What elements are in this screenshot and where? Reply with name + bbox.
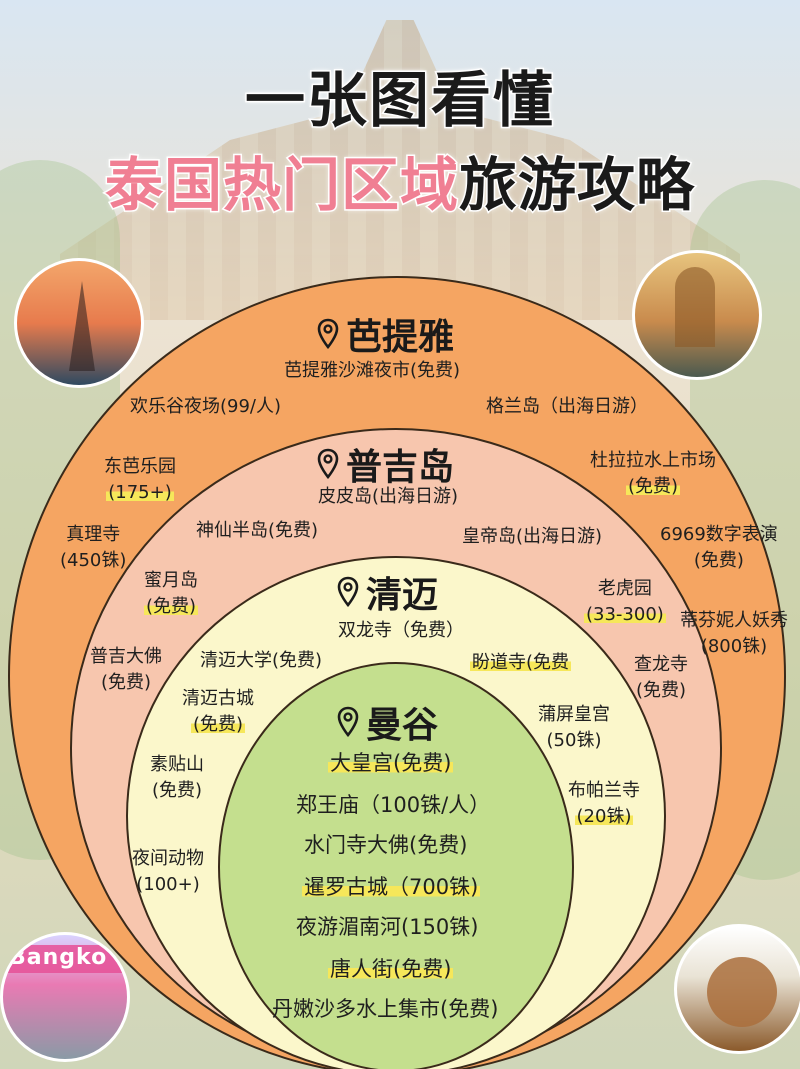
phuket-item-price: (33-300) — [584, 604, 666, 626]
pattaya-item: 真理寺 (450铢) — [60, 522, 126, 574]
phuket-item: 查龙寺 (免费) — [634, 652, 688, 704]
photo-bangkok-text: Bangko — [9, 945, 108, 970]
phuket-item: 皇帝岛(出海日游) — [462, 526, 603, 547]
bangkok-item-text: 暹罗古城（700铢) — [302, 875, 481, 899]
bangkok-item: 水门寺大佛(免费) — [304, 833, 468, 857]
location-pin-icon — [317, 448, 339, 480]
phuket-item-price: (免费) — [100, 672, 152, 694]
chiangmai-item-price: (免费) — [190, 714, 246, 736]
pattaya-item-price: (175+) — [106, 482, 174, 504]
chiangmai-item: 布帕兰寺 (20铢) — [568, 778, 640, 830]
bangkok-item-text: 大皇宫(免费) — [328, 751, 454, 775]
chiangmai-item-name: 素贴山 — [150, 754, 204, 775]
bangkok-item-text: 唐人街(免费) — [328, 957, 454, 981]
heading-chiangmai-text: 清迈 — [366, 575, 439, 616]
title-line2-black: 旅游攻略 — [457, 150, 696, 221]
chiangmai-item: 夜间动物 (100+) — [132, 846, 204, 898]
photo-bangkok-sign: Bangko — [0, 932, 130, 1062]
bangkok-item: 暹罗古城（700铢) — [302, 872, 481, 902]
bangkok-item: 丹嫩沙多水上集市(免费) — [272, 997, 499, 1021]
chiangmai-item-name: 夜间动物 — [132, 848, 204, 869]
heading-phuket-text: 普吉岛 — [346, 447, 455, 488]
chiangmai-item-name: 布帕兰寺 — [568, 780, 640, 801]
phuket-item-name: 蜜月岛 — [144, 570, 199, 591]
pattaya-item-name: 真理寺 — [66, 524, 121, 545]
heading-chiangmai: 清迈 — [336, 566, 438, 618]
bangkok-item: 唐人街(免费) — [328, 954, 454, 984]
phuket-item: 老虎园 (33-300) — [584, 576, 666, 628]
chiangmai-item: 盼道寺(免费 — [470, 650, 572, 676]
phuket-item: 普吉大佛 (免费) — [90, 644, 162, 696]
pattaya-item-price: (800铢) — [700, 636, 768, 658]
phuket-item: 皮皮岛(出海日游) — [318, 486, 459, 507]
chiangmai-item-text: 盼道寺(免费 — [470, 652, 572, 673]
chiangmai-item-price: (免费) — [151, 780, 203, 802]
chiangmai-item-name: 清迈古城 — [182, 688, 254, 709]
bangkok-item: 郑王庙（100铢/人） — [296, 793, 491, 817]
chiangmai-item-price: (50铢) — [546, 730, 602, 752]
heading-pattaya: 芭提雅 — [316, 308, 454, 360]
title-line1: 一张图看懂 — [244, 65, 555, 138]
chiangmai-item: 双龙寺（免费） — [338, 620, 464, 641]
pattaya-item: 芭提雅沙滩夜市(免费) — [284, 360, 461, 381]
pattaya-item: 蒂芬妮人妖秀 (800铢) — [680, 608, 788, 660]
pattaya-item-name: 杜拉拉水上市场 — [590, 450, 716, 471]
chiangmai-item-name: 蒲屏皇宫 — [538, 704, 610, 725]
location-pin-icon — [337, 706, 359, 738]
photo-bear-mascot — [674, 924, 800, 1054]
pattaya-item: 6969数字表演 (免费) — [660, 522, 778, 574]
chiangmai-item-price: (20铢) — [574, 806, 634, 828]
bangkok-item: 大皇宫(免费) — [328, 748, 454, 778]
photo-wat-arun — [14, 258, 144, 388]
pattaya-item: 欢乐谷夜场(99/人) — [130, 396, 282, 417]
heading-pattaya-text: 芭提雅 — [346, 317, 455, 358]
title-line2-pink: 泰国热门区域 — [103, 150, 459, 221]
pattaya-item-name: 蒂芬妮人妖秀 — [680, 610, 788, 631]
pattaya-item: 东芭乐园 (175+) — [104, 454, 176, 506]
pattaya-item-price: (450铢) — [60, 550, 127, 572]
pattaya-item-price: (免费) — [693, 550, 744, 572]
photo-city-temple — [632, 250, 762, 380]
pattaya-item: 杜拉拉水上市场 (免费) — [590, 448, 716, 500]
location-pin-icon — [317, 318, 339, 350]
phuket-item-name: 老虎园 — [597, 578, 652, 599]
pattaya-item-price: (免费) — [625, 476, 681, 498]
heading-phuket: 普吉岛 — [316, 438, 454, 490]
chiangmai-item-price: (100+) — [136, 874, 200, 896]
heading-bangkok: 曼谷 — [336, 696, 438, 748]
chiangmai-item: 清迈大学(免费) — [200, 650, 323, 671]
chiangmai-item: 蒲屏皇宫 (50铢) — [538, 702, 610, 754]
phuket-item-name: 普吉大佛 — [90, 646, 162, 667]
heading-bangkok-text: 曼谷 — [366, 705, 439, 746]
phuket-item: 蜜月岛 (免费) — [144, 568, 199, 620]
circle-bangkok — [218, 662, 574, 1069]
phuket-item-name: 查龙寺 — [634, 654, 688, 675]
chiangmai-item: 素贴山 (免费) — [150, 752, 204, 804]
phuket-item-price: (免费) — [144, 596, 199, 618]
pattaya-item: 格兰岛（出海日游） — [486, 396, 648, 417]
chiangmai-item: 清迈古城 (免费) — [182, 686, 254, 738]
phuket-item: 神仙半岛(免费) — [196, 520, 319, 541]
bangkok-item: 夜游湄南河(150铢) — [296, 915, 479, 939]
pattaya-item-name: 东芭乐园 — [104, 456, 176, 477]
phuket-item-price: (免费) — [635, 680, 687, 702]
pattaya-item-name: 6969数字表演 — [660, 524, 778, 545]
location-pin-icon — [337, 576, 359, 608]
title-line2: 泰国热门区域旅游攻略 — [0, 138, 800, 222]
